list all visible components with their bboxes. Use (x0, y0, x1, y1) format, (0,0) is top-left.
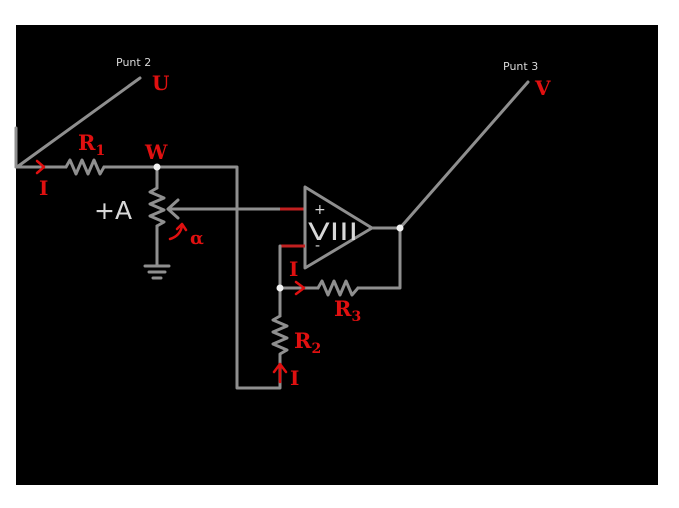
label-r3-sub: 3 (351, 309, 361, 325)
punt2-label: Punt 2 (116, 56, 151, 69)
current-arrow-feedback (294, 280, 306, 296)
label-v: V (534, 76, 551, 100)
resistor-r3 (316, 279, 360, 297)
current-arrow-input (35, 159, 46, 175)
opamp-label: VIII (308, 218, 358, 246)
rotation-arrowhead (175, 222, 188, 232)
label-r3-main: R (334, 296, 352, 321)
wiper-arrow (166, 198, 180, 220)
label-r2-sub: 2 (311, 341, 321, 357)
label-r2: R2 (294, 328, 321, 357)
label-w: W (144, 140, 168, 164)
opamp-plus: + (314, 202, 326, 218)
resistor-r1 (64, 158, 106, 176)
label-current-feedback: I (289, 257, 298, 281)
label-alpha: α (190, 228, 204, 249)
probe-wire-punt2 (15, 76, 142, 169)
punt3-label: Punt 3 (503, 60, 538, 73)
node-output-dot (396, 224, 404, 232)
node-w-dot (153, 163, 161, 171)
probe-wire-punt3 (398, 80, 530, 230)
label-r2-main: R (294, 328, 312, 353)
label-current-r2: I (290, 366, 299, 390)
source-label: +A (94, 196, 132, 225)
label-r1-main: R (78, 130, 96, 155)
canvas-background (16, 25, 658, 485)
opamp-minus: - (315, 238, 320, 254)
label-r1-sub: 1 (95, 143, 105, 159)
current-arrow-r2 (272, 362, 288, 384)
label-current-input: I (39, 176, 48, 200)
opamp-body (303, 185, 374, 270)
label-r1: R1 (78, 130, 105, 159)
rotation-arrow (168, 224, 184, 241)
label-r3: R3 (334, 296, 361, 325)
ground-symbol (143, 264, 171, 280)
feedback-wire (356, 226, 402, 290)
potentiometer (148, 186, 166, 228)
node-inverting-dot (276, 284, 284, 292)
label-u: U (152, 71, 169, 95)
resistor-r2 (271, 314, 289, 370)
